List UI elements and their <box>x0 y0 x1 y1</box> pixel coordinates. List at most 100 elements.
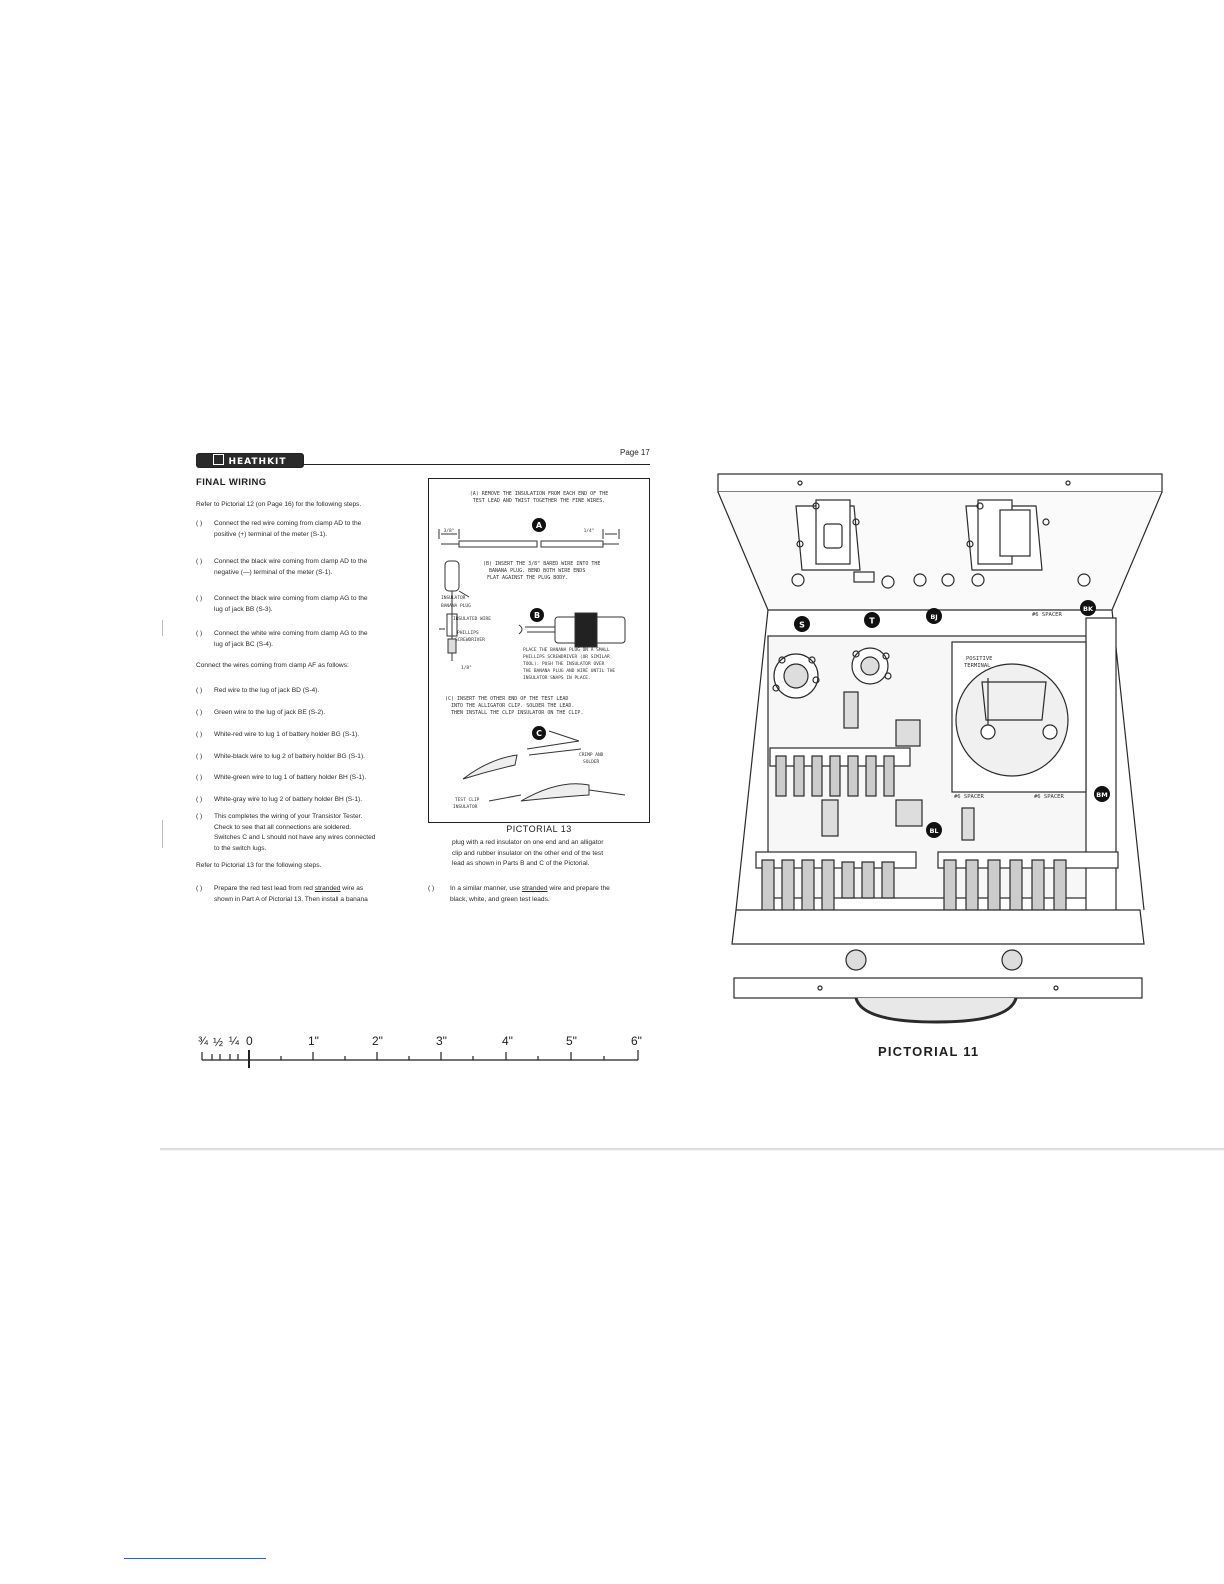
b-label: INSULATED WIRE <box>453 616 491 622</box>
step-line: Connect the black wire coming from clamp… <box>214 595 368 602</box>
step-line: Check to see that all connections are so… <box>214 823 352 831</box>
ruler-inch: 6" <box>631 1034 642 1048</box>
rotary-switch-s <box>772 653 820 699</box>
badge-a-icon: A <box>532 518 546 532</box>
step-checkbox[interactable]: ( ) <box>196 774 203 781</box>
page-number: Page 17 <box>620 448 650 457</box>
refer-13-text: Refer to Pictorial 13 for the following … <box>196 862 322 869</box>
meter-label: TERMINAL <box>964 663 991 669</box>
badge-bj-icon: BJ <box>926 608 942 624</box>
battery-holder <box>965 499 1050 571</box>
step-checkbox[interactable]: ( ) <box>196 595 203 602</box>
badge-letter: S <box>799 621 805 630</box>
nut-icon <box>845 949 867 971</box>
part-a-text: TEST LEAD AND TWIST TOGETHER THE FINE WI… <box>473 498 605 504</box>
ruler-inch: 5" <box>566 1034 577 1048</box>
step-checkbox[interactable]: ( ) <box>196 687 203 694</box>
step-line: to the switch lugs. <box>214 844 267 852</box>
badge-s-icon: S <box>794 616 810 632</box>
battery-holder <box>795 499 861 571</box>
ruler-scale <box>201 1050 639 1068</box>
c-label: TEST CLIP <box>455 797 480 803</box>
step-checkbox[interactable]: ( ) <box>196 796 203 803</box>
alligator-clip-drawing <box>462 730 626 802</box>
screw-hole <box>797 480 803 486</box>
c-label: SOLDER <box>583 759 600 765</box>
step-line: Connect the white wire coming from clamp… <box>214 630 368 637</box>
spacer-label: #6 SPACER <box>1032 612 1062 618</box>
continued-text: plug with a red insulator on one end and… <box>452 838 652 870</box>
handle <box>854 997 1018 1024</box>
badge-letter: T <box>869 617 875 626</box>
dim-label: 1/4" <box>584 528 595 534</box>
badge-letter: BM <box>1096 791 1107 799</box>
dim-label: 3/8" <box>444 528 455 534</box>
badge-letter: BL <box>929 827 938 835</box>
step-checkbox[interactable]: ( ) <box>196 709 203 716</box>
step-checkbox[interactable]: ( ) <box>196 813 203 820</box>
ruler-fraction: ½ <box>213 1035 223 1049</box>
part-b-text: BANANA PLUG. BEND BOTH WIRE ENDS <box>489 568 585 574</box>
page-fold-shadow <box>160 1148 1224 1151</box>
step-line: Connect the red wire coming from clamp A… <box>214 520 362 527</box>
intro-text: Refer to Pictorial 12 (on Page 16) for t… <box>196 501 362 508</box>
ruler-zero: 0 <box>246 1034 253 1048</box>
part-c-text: (C) INSERT THE OTHER END OF THE TEST LEA… <box>445 696 568 702</box>
spacer-label: #6 SPACER <box>1034 794 1064 800</box>
margin-mark <box>162 620 163 636</box>
nut-icon <box>1001 949 1023 971</box>
step-checkbox[interactable]: ( ) <box>196 731 203 738</box>
step-line: White-green wire to lug 1 of battery hol… <box>214 774 367 781</box>
step-line: Green wire to the lug of jack BE (S-2). <box>214 709 326 716</box>
badge-bl-icon: BL <box>926 822 942 838</box>
step-line: positive (+) terminal of the meter (S-1)… <box>214 530 328 538</box>
step-line: White-black wire to lug 2 of battery hol… <box>214 753 365 760</box>
part-c-text: THEN INSTALL THE CLIP INSULATOR ON THE C… <box>451 710 583 716</box>
ruler-fraction: ¾ <box>198 1034 209 1048</box>
step-text: Prepare the red test lead from red <box>214 885 315 892</box>
pictorial-11-caption: PICTORIAL 11 <box>878 1044 980 1059</box>
step-line: shown in Part A of Pictorial 13. Then in… <box>214 895 368 903</box>
ruler-inch: 2" <box>372 1034 383 1048</box>
badge-letter: C <box>536 729 542 738</box>
step-line: Connect the black wire coming from clamp… <box>214 558 368 565</box>
step-line: White-red wire to lug 1 of battery holde… <box>214 731 360 738</box>
b-label: INSULATOR <box>441 595 466 601</box>
meter <box>951 641 1087 793</box>
badge-letter: BK <box>1083 605 1094 613</box>
step-checkbox[interactable]: ( ) <box>428 885 435 892</box>
badge-t-icon: T <box>864 612 880 628</box>
b-label: SCREWDRIVER <box>455 637 485 643</box>
logo-text: HEATHKIT <box>228 457 287 467</box>
step-line: lug of jack BC (S-4). <box>214 640 273 648</box>
step-checkbox[interactable]: ( ) <box>196 558 203 565</box>
rotary-switch-t <box>851 647 892 685</box>
step-text: In a similar manner, use <box>450 885 522 892</box>
part-b-text: FLAT AGAINST THE PLUG BODY. <box>487 575 568 581</box>
screw-hole <box>1065 480 1071 486</box>
dim-label: 1/8" <box>461 665 472 671</box>
text-line: lead as shown in Parts B and C of the Pi… <box>452 860 590 867</box>
badge-letter: B <box>534 611 540 620</box>
badge-b-icon: B <box>530 608 544 622</box>
step-checkbox[interactable]: ( ) <box>196 520 203 527</box>
step-checkbox[interactable]: ( ) <box>196 753 203 760</box>
jack-row <box>791 571 1091 589</box>
step-checkbox[interactable]: ( ) <box>196 630 203 637</box>
text-line: clip and rubber insulator on the other e… <box>452 849 604 857</box>
step-text: wire and prepare the <box>547 885 610 892</box>
step-checkbox[interactable]: ( ) <box>196 885 203 892</box>
ruler-fraction: ¼ <box>229 1034 240 1048</box>
chassis-bottom-rail <box>733 977 1143 999</box>
pictorial-11-figure: #6 SPACER POSITIVE TERMINAL #6 SPACER #6… <box>716 470 1164 1030</box>
margin-mark <box>162 820 163 848</box>
badge-bk-icon: BK <box>1080 600 1096 616</box>
screw-hole <box>1053 985 1059 991</box>
side-edge <box>735 609 1145 911</box>
part-b-text: TOOL). PUSH THE INSULATOR OVER <box>523 661 605 667</box>
step-text-underlined: stranded <box>521 885 548 892</box>
ruler-inch: 1" <box>308 1034 319 1048</box>
inch-ruler: ¾ ½ ¼ 0 1" 2" 3" 4" 5" 6" <box>196 1032 656 1072</box>
step-line: This completes the wiring of your Transi… <box>214 813 363 820</box>
heathkit-logo: HEATHKIT <box>196 453 304 468</box>
